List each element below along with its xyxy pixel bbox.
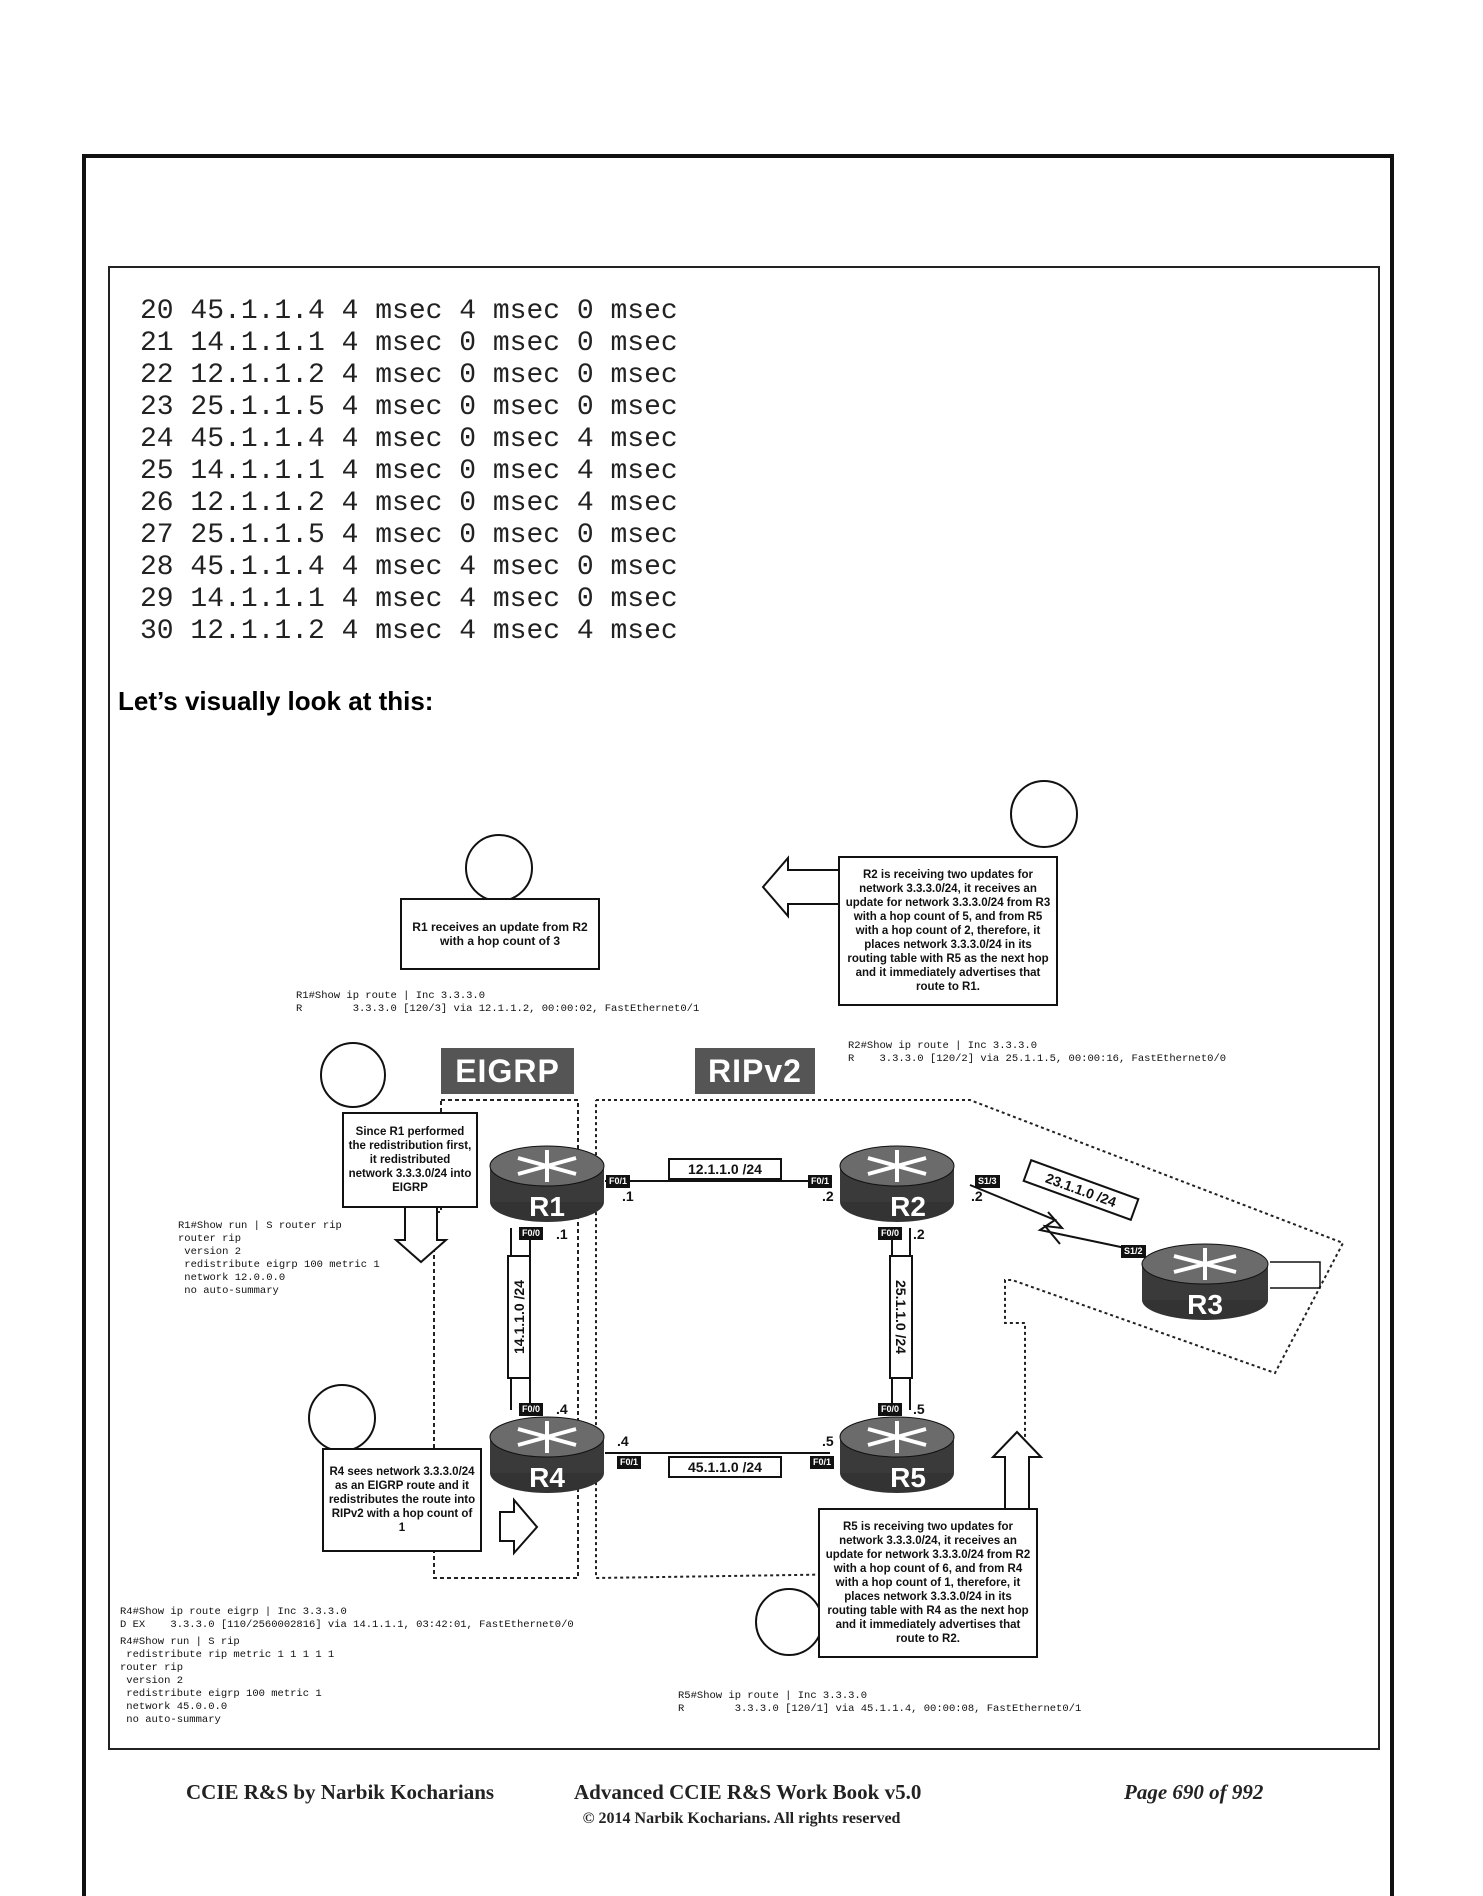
port-r5-f01: F0/1	[810, 1456, 835, 1469]
section-heading: Let’s visually look at this:	[118, 686, 434, 716]
footer-copyright: © 2014 Narbik Kocharians. All rights res…	[582, 1810, 901, 1827]
router-r5-label: R5	[890, 1462, 926, 1493]
cli-r4-run: R4#Show run | S rip redistribute rip met…	[120, 1636, 335, 1726]
traceroute-line: 24 45.1.1.4 4 msec 0 msec 4 msec	[140, 424, 678, 455]
footer-book-title: Advanced CCIE R&S Work Book v5.0	[574, 1780, 922, 1804]
ripv2-tag: RIPv2	[695, 1048, 815, 1094]
port-r5-f00: F0/0	[878, 1403, 903, 1416]
port-r4-f00: F0/0	[519, 1403, 544, 1416]
link-label-r1-r4: 14.1.1.0 /24	[507, 1255, 531, 1379]
note-r2: R2 is receiving two updates for network …	[838, 856, 1058, 1006]
callout-circle-r1	[465, 834, 533, 902]
traceroute-line: 22 12.1.1.2 4 msec 0 msec 0 msec	[140, 360, 678, 391]
callout-circle-r4	[308, 1384, 376, 1452]
cli-r2-route: R2#Show ip route | Inc 3.3.3.0 R 3.3.3.0…	[848, 1040, 1227, 1065]
cli-r5-route: R5#Show ip route | Inc 3.3.3.0 R 3.3.3.0…	[678, 1690, 1082, 1715]
footer-page-number: Page 690 of 992	[1124, 1780, 1264, 1804]
router-r4-icon: R4	[489, 1416, 605, 1493]
router-r2-icon: R2	[839, 1145, 955, 1222]
addr-r5-up: .5	[913, 1401, 925, 1417]
footer-author: CCIE R&S by Narbik Kocharians	[186, 1780, 495, 1804]
port-r2-f00: F0/0	[878, 1227, 903, 1240]
port-r2-s13: S1/3	[975, 1175, 1000, 1188]
port-r4-f01: F0/1	[617, 1456, 642, 1469]
addr-r1-right: .1	[622, 1188, 634, 1204]
addr-r4-up: .4	[556, 1401, 568, 1417]
addr-r2-down: .2	[913, 1226, 925, 1242]
note-r4: R4 sees network 3.3.3.0/24 as an EIGRP r…	[322, 1448, 482, 1552]
addr-r2-right: .2	[971, 1188, 983, 1204]
traceroute-line: 27 25.1.1.5 4 msec 0 msec 0 msec	[140, 520, 678, 551]
content-frame	[108, 266, 1380, 1750]
callout-circle-r2	[1010, 780, 1078, 848]
note-r1: R1 receives an update from R2 with a hop…	[400, 898, 600, 970]
addr-r5-left: .5	[822, 1433, 834, 1449]
traceroute-line: 23 25.1.1.5 4 msec 0 msec 0 msec	[140, 392, 678, 423]
router-r1-icon: R1	[489, 1145, 605, 1222]
note-r1-redistribution: Since R1 performed the redistribution fi…	[342, 1112, 478, 1208]
router-r2-label: R2	[890, 1191, 926, 1222]
router-r1-label: R1	[529, 1191, 565, 1222]
addr-r4-right: .4	[617, 1433, 629, 1449]
callout-circle-redist	[320, 1042, 386, 1108]
cli-r1-route: R1#Show ip route | Inc 3.3.3.0 R 3.3.3.0…	[296, 990, 700, 1015]
router-r3-label: R3	[1187, 1289, 1223, 1320]
router-r3-icon: R3	[1141, 1243, 1269, 1320]
traceroute-line: 26 12.1.1.2 4 msec 0 msec 4 msec	[140, 488, 678, 519]
traceroute-line: 25 14.1.1.1 4 msec 0 msec 4 msec	[140, 456, 678, 487]
note-r5: R5 is receiving two updates for network …	[818, 1508, 1038, 1658]
link-label-r2-r5: 25.1.1.0 /24	[889, 1255, 913, 1379]
traceroute-line: 30 12.1.1.2 4 msec 4 msec 4 msec	[140, 616, 678, 647]
router-r4-label: R4	[529, 1462, 565, 1493]
port-r1-f01: F0/1	[606, 1175, 631, 1188]
port-r3-s12: S1/2	[1121, 1245, 1146, 1258]
eigrp-tag: EIGRP	[441, 1048, 574, 1094]
link-label-r1-r2: 12.1.1.0 /24	[668, 1158, 782, 1180]
callout-circle-r5	[755, 1588, 823, 1656]
port-r1-f00: F0/0	[519, 1227, 544, 1240]
link-label-r4-r5: 45.1.1.0 /24	[668, 1456, 782, 1478]
addr-r2-left: .2	[822, 1188, 834, 1204]
port-r2-f01: F0/1	[808, 1175, 833, 1188]
cli-r4-route: R4#Show ip route eigrp | Inc 3.3.3.0 D E…	[120, 1606, 574, 1631]
cli-r1-run: R1#Show run | S router rip router rip ve…	[178, 1220, 380, 1297]
router-r5-icon: R5	[839, 1416, 955, 1493]
page-frame	[82, 154, 1394, 1896]
addr-r1-down: .1	[556, 1226, 568, 1242]
traceroute-line: 20 45.1.1.4 4 msec 4 msec 0 msec	[140, 296, 678, 327]
traceroute-line: 21 14.1.1.1 4 msec 0 msec 0 msec	[140, 328, 678, 359]
traceroute-line: 29 14.1.1.1 4 msec 4 msec 0 msec	[140, 584, 678, 615]
traceroute-line: 28 45.1.1.4 4 msec 4 msec 0 msec	[140, 552, 678, 583]
